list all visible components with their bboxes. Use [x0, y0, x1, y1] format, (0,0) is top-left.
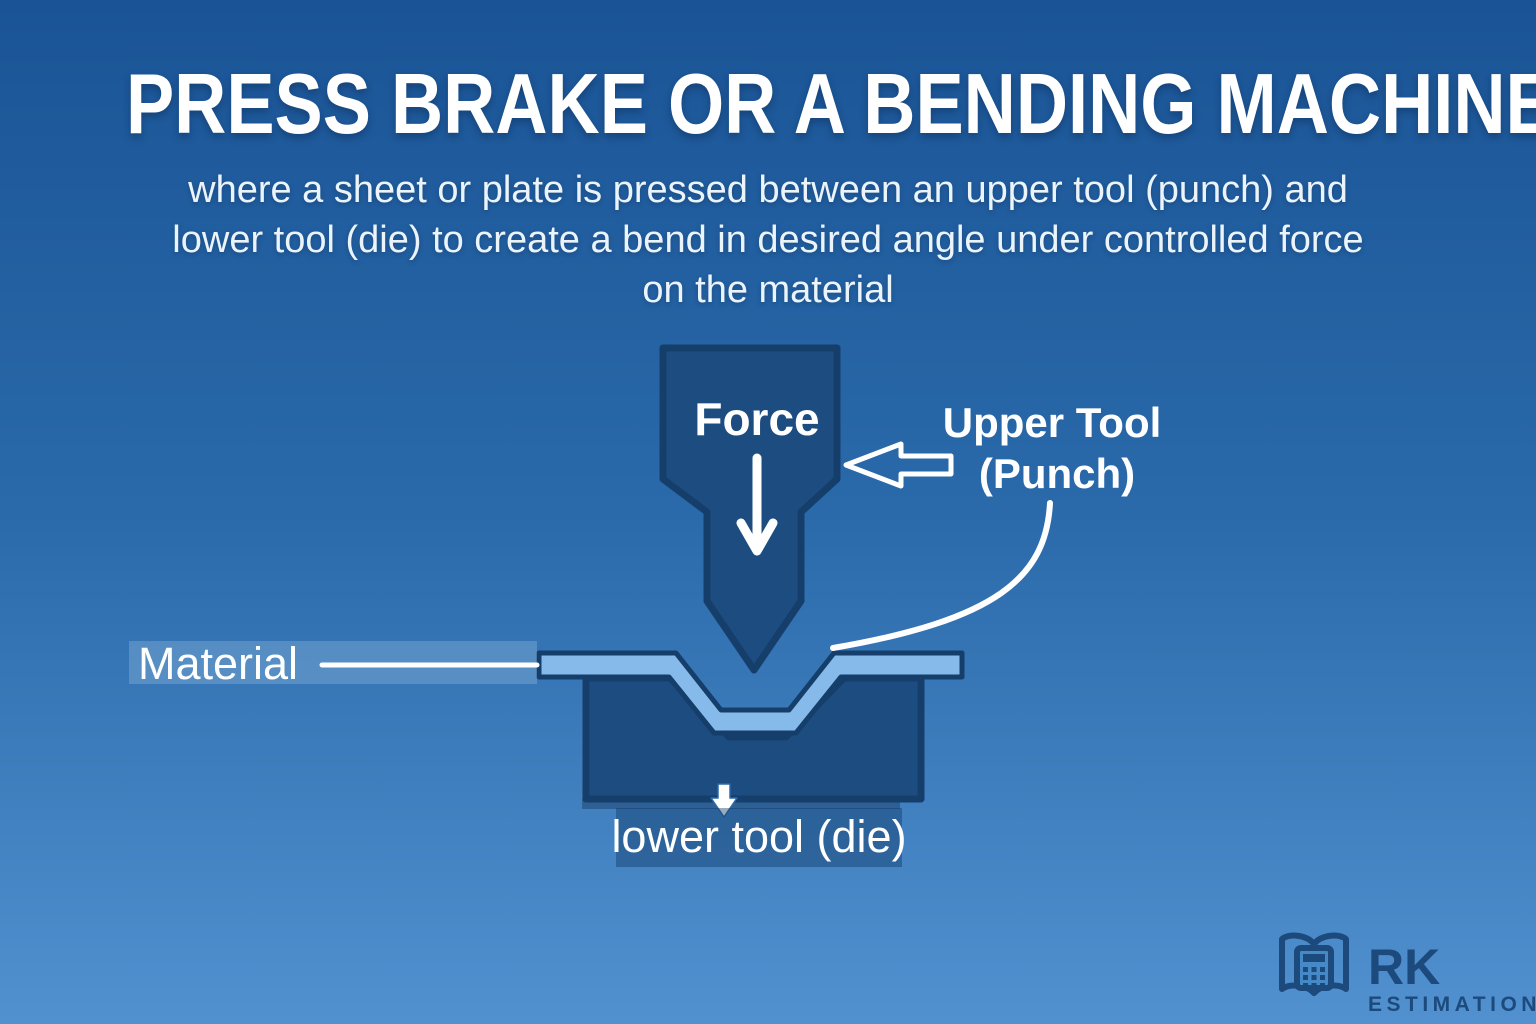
lower-tool-label-band	[616, 808, 902, 867]
subtitle: where a sheet or plate is pressed betwee…	[172, 169, 1364, 312]
upper-tool-arrow-icon	[843, 441, 954, 489]
die-shadow	[582, 799, 900, 809]
material-sheet-shape	[536, 650, 965, 736]
die-shape	[582, 674, 925, 803]
book-calculator-icon	[1279, 932, 1349, 996]
watermark-logo: RK ESTIMATION	[1279, 932, 1536, 1016]
logo-name-text: RK	[1368, 939, 1440, 995]
upper-tool-pointer-curve	[830, 500, 1053, 651]
force-label: Force	[694, 393, 819, 445]
page-title-text: PRESS BRAKE OR A BENDING MACHINE	[125, 57, 1536, 152]
force-down-arrow-icon	[736, 453, 778, 556]
logo-subtext: ESTIMATION	[1368, 993, 1536, 1016]
upper-tool-label-line1: Upper Tool	[943, 399, 1162, 446]
punch-shape	[659, 344, 841, 674]
lower-tool-label: lower tool (die)	[611, 811, 906, 862]
lower-tool-down-arrow-icon	[710, 783, 738, 818]
page-title: PRESS BRAKE OR A BENDING MACHINE	[0, 58, 1536, 152]
upper-tool-label-line2: (Punch)	[979, 450, 1135, 497]
material-label: Material	[138, 638, 298, 689]
